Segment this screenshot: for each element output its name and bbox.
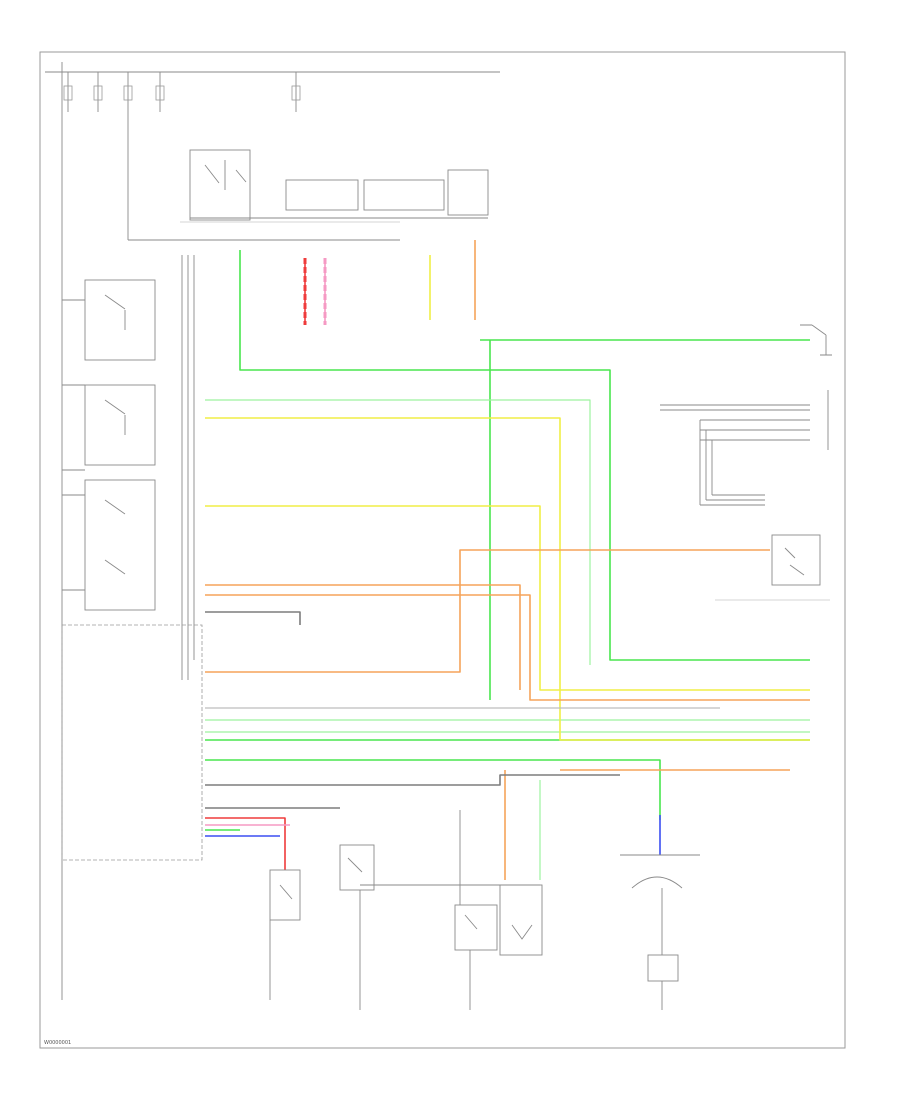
switch-contact-icon bbox=[347, 857, 363, 873]
wire-orange bbox=[205, 594, 810, 701]
wire-green bbox=[205, 759, 661, 820]
door-actuator-box bbox=[499, 884, 543, 956]
relay-switch-icon bbox=[104, 294, 126, 330]
wire-light-green bbox=[205, 399, 591, 665]
wire-black bbox=[205, 611, 301, 625]
wire-orange bbox=[205, 549, 770, 673]
relay-block-3 bbox=[84, 479, 156, 611]
relay-contact-icon bbox=[204, 160, 247, 190]
fuse-icon bbox=[63, 85, 73, 101]
wire-green bbox=[239, 250, 810, 661]
wire-orange bbox=[205, 584, 521, 690]
door-switch-icon bbox=[800, 324, 832, 356]
bottom-components bbox=[269, 810, 700, 1010]
actuator-contact-icon bbox=[511, 924, 533, 940]
range-switch-arc-icon bbox=[631, 876, 683, 889]
control-module-block bbox=[61, 624, 203, 861]
fuse-icon bbox=[155, 85, 165, 101]
fuse-icon bbox=[291, 85, 301, 101]
transmission-switch-box bbox=[771, 534, 821, 586]
relay-block-1 bbox=[84, 279, 156, 361]
right-side-switches bbox=[660, 324, 832, 601]
relay-box bbox=[189, 149, 251, 221]
wire-yellow bbox=[205, 417, 810, 741]
door-switch-box bbox=[269, 869, 301, 921]
wire-yellow bbox=[205, 505, 810, 691]
module-box-end bbox=[447, 169, 489, 216]
left-relay-column bbox=[62, 255, 195, 680]
fuse-icon bbox=[123, 85, 133, 101]
switch-contact-icon bbox=[279, 884, 293, 900]
diagram-frame bbox=[39, 51, 846, 1049]
fuse-icon bbox=[93, 85, 103, 101]
door-switch-box bbox=[339, 844, 375, 891]
top-relay-cluster bbox=[180, 149, 489, 223]
actuator-contact-icon bbox=[464, 914, 478, 930]
footer-code: W0000001 bbox=[44, 1040, 71, 1046]
switch-contact-icon bbox=[784, 547, 805, 576]
control-module-outline bbox=[61, 624, 203, 861]
relay-switch-icon bbox=[104, 499, 126, 575]
relay-block-2 bbox=[84, 384, 156, 466]
power-distribution bbox=[45, 62, 500, 1000]
module-box-right bbox=[363, 179, 445, 211]
fuses bbox=[63, 85, 301, 101]
door-actuator-box bbox=[454, 904, 498, 951]
wire-layer bbox=[205, 240, 810, 880]
module-box-left bbox=[285, 179, 359, 211]
wire-black bbox=[205, 774, 620, 786]
relay-switch-icon bbox=[104, 399, 126, 435]
shift-solenoid-box bbox=[647, 954, 679, 982]
wire-red bbox=[205, 817, 286, 870]
